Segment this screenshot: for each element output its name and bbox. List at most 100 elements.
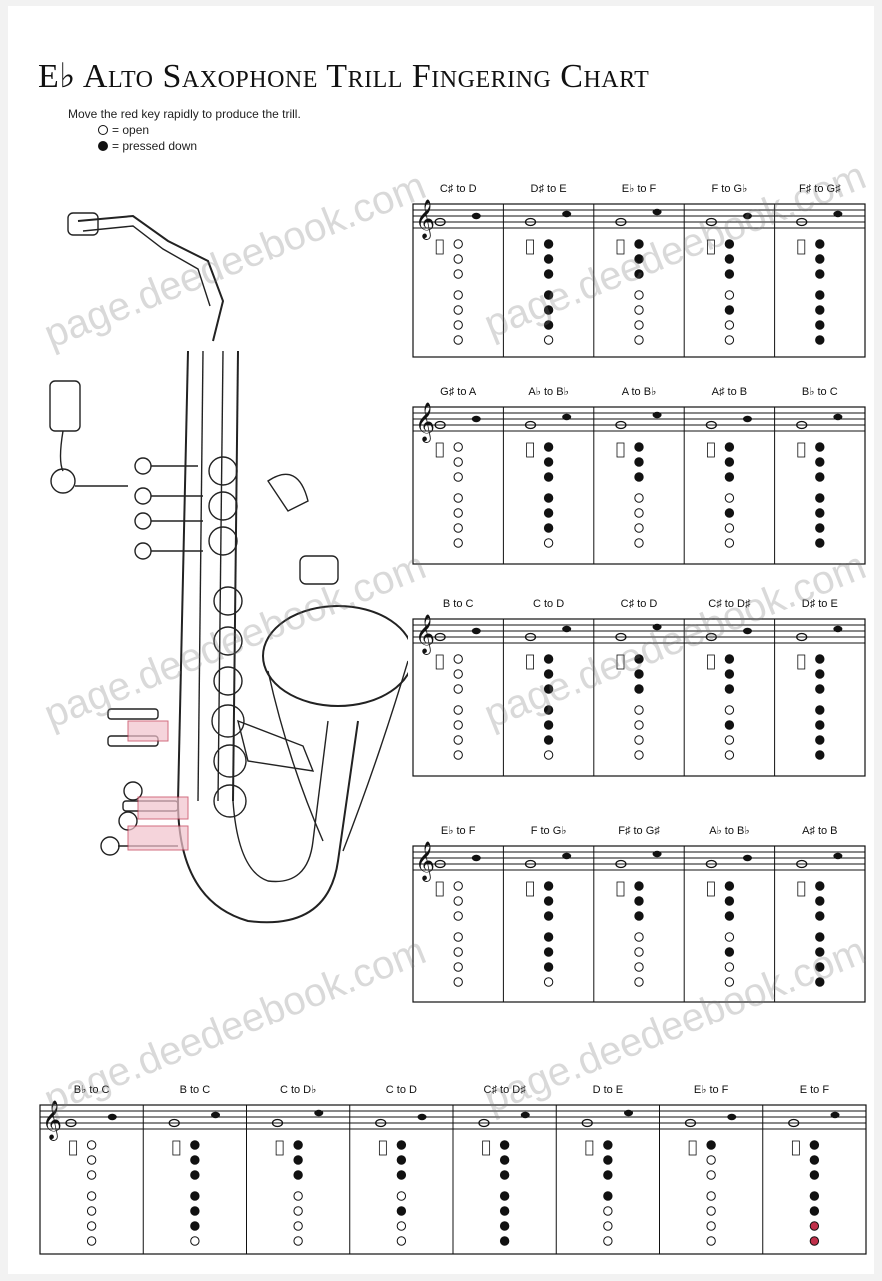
note-head-open (524, 217, 537, 227)
note-head-filled (833, 413, 843, 421)
pressed-key-icon (634, 472, 644, 482)
open-key-icon (86, 1140, 97, 1150)
open-key-icon (190, 1236, 200, 1246)
open-key-icon (543, 750, 554, 760)
pressed-key-icon (724, 305, 735, 315)
open-key-icon (634, 305, 644, 315)
note-head-open (375, 1118, 387, 1128)
open-key-icon (453, 254, 463, 264)
pressed-key-icon (499, 1170, 510, 1180)
pressed-key-icon (724, 254, 735, 264)
pressed-key-icon (543, 442, 554, 452)
treble-clef-icon: 𝄞 (415, 199, 435, 240)
note-head-open (524, 420, 537, 430)
note-head-filled (652, 623, 662, 631)
trill-label: C to D (533, 598, 564, 610)
note-head-filled (471, 854, 481, 862)
open-key-icon (453, 538, 463, 548)
note-head-open (796, 859, 808, 869)
trill-label: E♭ to F (441, 825, 476, 837)
trill-label: B to C (443, 598, 474, 610)
trill-label: B to C (180, 1084, 211, 1096)
note-head-filled (211, 1111, 221, 1119)
open-key-icon (724, 705, 735, 715)
open-key-icon (453, 977, 463, 987)
note-head-open (705, 859, 717, 869)
open-key-icon (86, 1191, 97, 1201)
pressed-key-icon (634, 896, 644, 906)
open-key-icon (543, 335, 554, 345)
note-head-open (788, 1118, 800, 1128)
pressed-key-icon (815, 305, 825, 315)
open-key-icon (634, 947, 644, 957)
open-key-icon (86, 1170, 97, 1180)
pressed-key-icon (815, 720, 825, 730)
open-key-icon (86, 1155, 97, 1165)
open-key-icon (634, 538, 644, 548)
pressed-key-icon (815, 442, 825, 452)
note-head-filled (830, 1111, 840, 1119)
pressed-key-icon (724, 669, 735, 679)
open-key-icon (724, 523, 735, 533)
trill-label: C♯ to D♯ (708, 598, 751, 610)
pressed-key-icon (724, 947, 735, 957)
trill-label: A♯ to B (802, 825, 837, 837)
pressed-key-icon (396, 1140, 407, 1150)
pressed-key-icon (815, 684, 825, 694)
open-key-icon (453, 669, 463, 679)
octave-key-icon (435, 881, 444, 897)
row-frame (412, 618, 866, 777)
pressed-key-icon (815, 269, 825, 279)
pressed-key-icon (634, 684, 644, 694)
pressed-key-icon (815, 290, 825, 300)
trill-label: A♭ to B♭ (528, 386, 568, 398)
open-key-icon (453, 472, 463, 482)
open-key-icon (634, 720, 644, 730)
open-key-icon (453, 508, 463, 518)
pressed-key-icon (815, 493, 825, 503)
treble-clef-icon: 𝄞 (415, 402, 435, 443)
pressed-key-icon (543, 669, 554, 679)
octave-key-icon (616, 239, 625, 255)
row-frame (412, 203, 866, 358)
note-head-filled (742, 627, 752, 635)
open-key-icon (453, 932, 463, 942)
open-key-icon (603, 1221, 613, 1231)
pressed-key-icon (815, 320, 825, 330)
open-key-icon (706, 1221, 716, 1231)
pressed-key-icon (603, 1140, 613, 1150)
open-key-icon (724, 750, 735, 760)
pressed-key-icon (190, 1140, 200, 1150)
pressed-key-icon (809, 1170, 820, 1180)
trill-label: E to F (800, 1084, 830, 1096)
pressed-key-icon (543, 962, 554, 972)
note-head-open (796, 632, 808, 642)
open-key-icon (453, 269, 463, 279)
legend: Move the red key rapidly to produce the … (68, 106, 301, 154)
trill-label: F to G♭ (531, 825, 567, 837)
pressed-key-icon (815, 911, 825, 921)
open-key-icon (809, 1236, 820, 1246)
pressed-key-icon (543, 472, 554, 482)
note-head-open (615, 420, 627, 430)
octave-key-icon (526, 654, 534, 670)
open-key-icon (634, 508, 644, 518)
open-key-icon (724, 962, 735, 972)
legend-pressed: = pressed down (98, 138, 301, 154)
pressed-key-icon (815, 335, 825, 345)
note-head-open (65, 1118, 77, 1128)
trill-label: B♭ to C (802, 386, 838, 398)
pressed-key-icon (815, 896, 825, 906)
note-head-filled (562, 852, 572, 860)
open-key-icon (86, 1206, 97, 1216)
pressed-key-icon (634, 254, 644, 264)
open-key-icon (724, 538, 735, 548)
note-head-filled (471, 415, 481, 423)
pressed-key-icon (543, 881, 554, 891)
note-head-filled (562, 413, 572, 421)
trill-label: F♯ to G♯ (799, 183, 841, 195)
pressed-key-icon (543, 239, 554, 249)
trill-label: B♭ to C (74, 1084, 110, 1096)
pressed-key-icon (815, 932, 825, 942)
pressed-key-icon (543, 720, 554, 730)
